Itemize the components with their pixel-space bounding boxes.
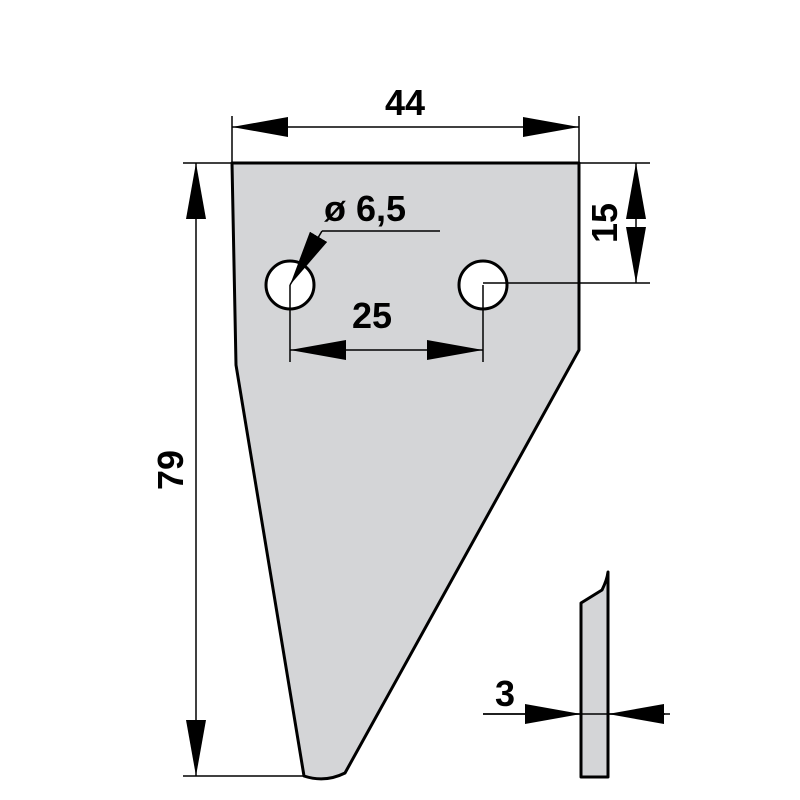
dim-label-3: 3	[495, 673, 515, 714]
diameter-leader-arrow	[289, 230, 328, 286]
dim-label-15: 15	[584, 203, 625, 243]
dim-label-44: 44	[385, 82, 425, 123]
side-view-profile	[579, 570, 610, 779]
dim-label-25: 25	[352, 295, 392, 336]
dim-label-diameter: ø 6,5	[324, 188, 406, 229]
dim-label-79: 79	[150, 450, 191, 490]
blade-outline	[230, 161, 581, 781]
